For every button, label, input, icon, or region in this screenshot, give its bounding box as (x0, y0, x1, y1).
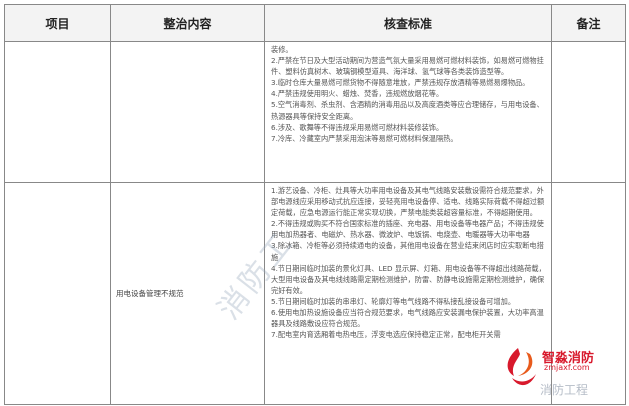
header-standard: 核查标准 (264, 4, 552, 42)
list-item: 5.空气消毒剂、杀虫剂、含酒精的消毒用品以及高度酒类等应合理储存，与用电设备、热… (271, 100, 544, 121)
list-item: 4.严禁违规使用明火、蜡烛、焚香，违规燃放烟花等。 (271, 89, 444, 99)
list-item: 6.涉及、歌舞等不得违规采用易燃可燃材料装修装饰。 (271, 122, 444, 132)
list-item: 1.游艺设备、冷柜、灶具等大功率用电设备及其电气线路安装敷设需符合规范要求，外部… (271, 186, 545, 218)
table-header-row: 项目 整治内容 核查标准 备注 (4, 4, 626, 42)
row1-standard-list: 装修。 2.严禁在节日及大型活动期间为营造气氛大量采用易燃可燃材料装饰，如易燃可… (265, 42, 551, 144)
list-item: 4.节日期间临时加装的景化灯具、LED 显示屏、灯箱、用电设备等不得超出线路荷载… (271, 263, 546, 295)
table-row: 装修。 2.严禁在节日及大型活动期间为营造气氛大量采用易燃可燃材料装饰，如易燃可… (4, 41, 626, 183)
list-item: 2.严禁在节日及大型活动期间为营造气氛大量采用易燃可燃材料装饰，如易燃可燃物挂件… (271, 56, 544, 77)
row2-remark-cell (551, 182, 626, 405)
brand-logo-icon (507, 348, 536, 386)
list-item: 6.使用电加热设施设备应当符合规范要求，电气线路应安装漏电保护装置，大功率高温器… (271, 308, 544, 329)
header-item: 项目 (4, 4, 111, 42)
row1-item-cell (4, 41, 111, 183)
watermark-text-right: 消防工程 (540, 383, 589, 397)
list-item: 5.节日期间临时加装的串串灯、轮廓灯等电气线路不得私接乱接设备可增加。 (271, 296, 516, 306)
row2-standard-cell: 1.游艺设备、冷柜、灶具等大功率用电设备及其电气线路安装敷设需符合规范要求，外部… (264, 182, 552, 405)
row2-item-cell (4, 182, 111, 405)
logo-url: zmjaxf.com (544, 363, 590, 372)
row2-standard-list: 1.游艺设备、冷柜、灶具等大功率用电设备及其电气线路安装敷设需符合规范要求，外部… (265, 183, 551, 340)
row1-content-cell (110, 41, 265, 183)
list-item: 3.临时仓库大量易燃可燃货物不得随意堆放，严禁违规存放酒精等易燃易爆物品。 (271, 78, 530, 88)
list-item: 7.配电室内育选厢着电热电压，浮变电选应保持稳定正常，配电柜开关需 (271, 330, 501, 340)
table-row: 用电设备管理不规范 1.游艺设备、冷柜、灶具等大功率用电设备及其电气线路安装敷设… (4, 182, 626, 405)
list-item: 7.冷库、冷藏室内严禁采用泡沫等易燃可燃材料保温隔热。 (271, 133, 458, 143)
row1-remark-cell (551, 41, 626, 183)
row1-standard-cell: 装修。 2.严禁在节日及大型活动期间为营造气氛大量采用易燃可燃材料装饰，如易燃可… (264, 41, 552, 183)
rectification-table: 项目 整治内容 核查标准 备注 装修。 2.严禁在节日及大型活动期间为营造气氛大… (4, 4, 626, 405)
header-content: 整治内容 (110, 4, 265, 42)
list-item: 装修。 (271, 45, 293, 54)
header-remark: 备注 (551, 4, 626, 42)
list-item: 2.不得违规或购买不符合国家标准的插座、充电器、用电设备等电器产品；不得违规使用… (271, 219, 544, 240)
list-item: 3.除冰箱、冷柜等必须持续通电的设备，其他用电设备在营业结束闭店时应实取断电措施 (271, 241, 544, 262)
logo-name: 智淼消防 (542, 351, 595, 366)
